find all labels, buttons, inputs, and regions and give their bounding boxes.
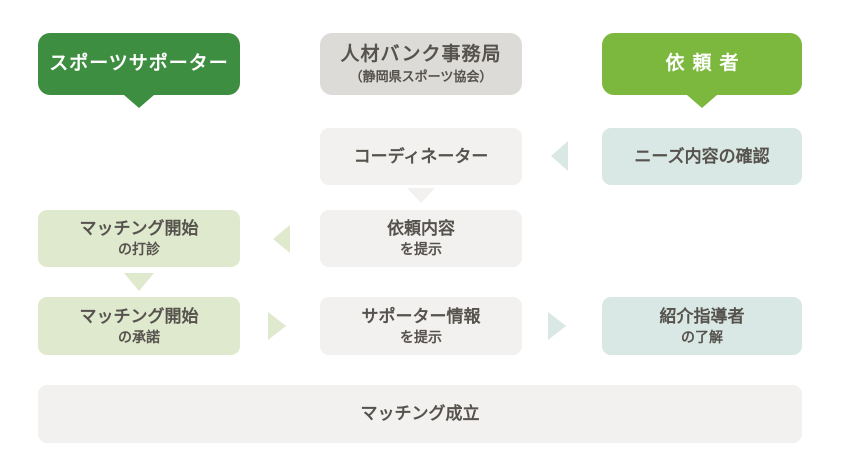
box-request-present-line1: 依頼内容 [387,219,455,239]
box-matching-accept-line2: の承諾 [118,328,160,345]
box-matching-established-label: マッチング成立 [360,404,480,424]
header-requester-label: 依頼者 [665,53,747,75]
header-requester: 依頼者 [602,33,802,108]
arrow-right-accept-to-supporterinfo-icon [268,312,286,340]
box-instructor-consent-line2: の了解 [681,328,723,345]
box-supporter-info: サポーター情報 を提示 [320,297,522,355]
arrow-left-request-to-sounding-icon [273,225,290,253]
arrow-down-coordinator-to-request-icon [407,188,435,203]
box-matching-sounding-line2: の打診 [118,241,160,258]
box-instructor-consent: 紹介指導者 の了解 [602,297,802,355]
header-office-subtitle: （静岡県スポーツ協会） [349,69,493,85]
header-jinzai-bank-office: 人材バンク事務局 （静岡県スポーツ協会） [320,33,522,95]
arrow-left-needs-to-coordinator-icon [551,141,568,171]
box-request-present-line2: を提示 [400,241,442,258]
box-matching-sounding: マッチング開始 の打診 [38,210,240,267]
box-needs-check: ニーズ内容の確認 [602,128,802,185]
header-office-title: 人材バンク事務局 [340,43,502,65]
box-supporter-info-line1: サポーター情報 [361,306,481,326]
box-matching-accept-line1: マッチング開始 [79,306,199,326]
box-matching-sounding-line1: マッチング開始 [79,219,199,239]
requester-tail-arrow-icon [687,95,717,108]
box-instructor-consent-line1: 紹介指導者 [659,306,745,326]
box-coordinator: コーディネーター [320,128,522,185]
supporter-tail-arrow-icon [124,95,154,108]
header-sports-supporter-label: スポーツサポーター [49,53,229,75]
box-supporter-info-line2: を提示 [400,328,442,345]
arrow-down-sounding-to-accept-icon [124,273,154,291]
box-coordinator-label: コーディネーター [353,146,489,166]
arrow-right-supporterinfo-to-consent-icon [548,312,566,340]
box-matching-established: マッチング成立 [38,385,802,443]
header-sports-supporter: スポーツサポーター [38,33,240,108]
box-needs-check-label: ニーズ内容の確認 [634,146,770,166]
box-request-present: 依頼内容 を提示 [320,210,522,267]
box-matching-accept: マッチング開始 の承諾 [38,297,240,355]
